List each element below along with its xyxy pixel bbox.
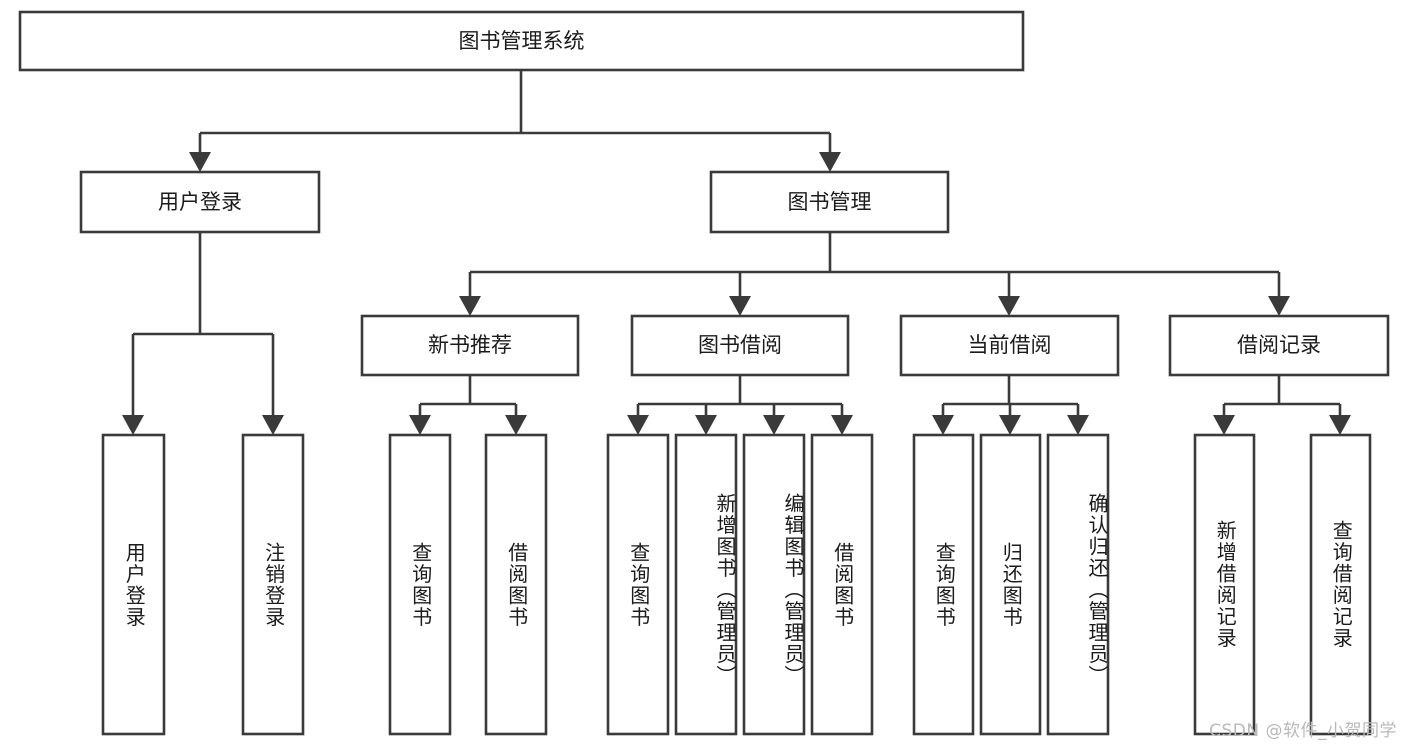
connector-borrowrecord-to-leaves [1213,375,1351,435]
node-root-label: 图书管理系统 [459,29,585,53]
node-leaf-borrow-book-recommend[interactable] [484,433,548,736]
node-book-borrow-label: 图书借阅 [698,333,782,357]
node-current-borrow-label: 当前借阅 [968,333,1052,357]
node-borrow-record-label: 借阅记录 [1237,333,1321,357]
node-leaf-return-book[interactable] [979,433,1042,736]
node-leaf-query-borrow-record[interactable] [1309,433,1372,736]
node-leaf-add-borrow-record[interactable] [1193,433,1256,736]
node-book-management-label: 图书管理 [788,190,872,214]
node-book-management[interactable]: 图书管理 [709,170,950,234]
node-new-book-recommend[interactable]: 新书推荐 [360,314,580,377]
node-user-login-label: 用户登录 [158,190,242,214]
node-leaf-add-book-admin[interactable] [674,433,738,736]
node-leaf-logout-login[interactable] [241,433,305,736]
csdn-watermark: CSDN @软件_小贺同学 [1209,721,1397,741]
node-new-book-recommend-label: 新书推荐 [428,333,512,357]
connector-userlogin-to-leaves [122,232,284,435]
node-leaf-user-login[interactable] [101,433,166,736]
node-borrow-record[interactable]: 借阅记录 [1168,314,1390,377]
connector-root-to-level2 [189,70,841,172]
connector-bookmgmt-to-level3 [459,232,1290,316]
connector-recommend-to-leaves [409,375,527,435]
node-leaf-edit-book-admin[interactable] [742,433,806,736]
node-leaf-query-book-current[interactable] [912,433,975,736]
node-root[interactable]: 图书管理系统 [18,10,1025,72]
connector-bookborrow-to-leaves [627,375,853,435]
connector-currentborrow-to-leaves [932,375,1089,435]
node-leaf-query-book-recommend[interactable] [388,433,452,736]
node-leaf-confirm-return-admin[interactable] [1046,433,1110,736]
node-book-borrow[interactable]: 图书借阅 [630,314,850,377]
node-leaf-borrow-book[interactable] [810,433,874,736]
node-leaf-query-book-borrow[interactable] [606,433,670,736]
node-user-login[interactable]: 用户登录 [79,170,321,234]
node-current-borrow[interactable]: 当前借阅 [899,314,1120,377]
